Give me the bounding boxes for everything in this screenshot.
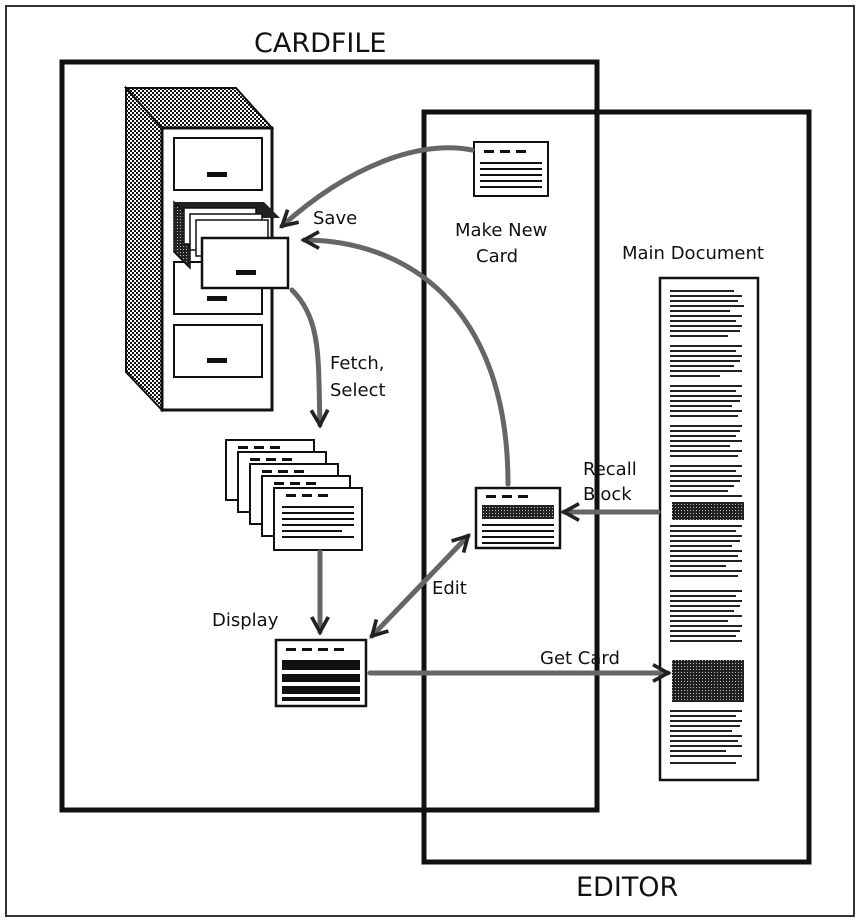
label-edit: Edit [432,578,467,599]
arrow-new-card-to-save [282,148,472,226]
label-get-card: Get Card [540,648,620,669]
label-fetch-select-1: Fetch, [330,353,385,374]
edit-card-icon [476,488,560,548]
display-card-icon [276,640,366,706]
cardfile-title: CARDFILE [254,28,386,59]
inserted-card-block [672,660,744,702]
label-recall-block-2: Block [583,484,632,505]
card-stack-icon [226,440,362,550]
label-make-new-card-1: Make New [455,220,547,241]
new-card-icon [474,142,548,196]
main-document-icon [660,278,758,780]
label-main-document: Main Document [622,243,764,264]
filing-cabinet-icon [126,88,288,410]
arrow-fetch-select [292,290,320,425]
editor-title: EDITOR [576,872,678,903]
label-fetch-select-2: Select [330,380,386,401]
label-recall-block-1: Recall [583,459,637,480]
label-save: Save [313,208,357,229]
label-display: Display [212,610,279,631]
label-make-new-card-2: Card [476,246,518,267]
recall-block-highlight [672,502,744,520]
